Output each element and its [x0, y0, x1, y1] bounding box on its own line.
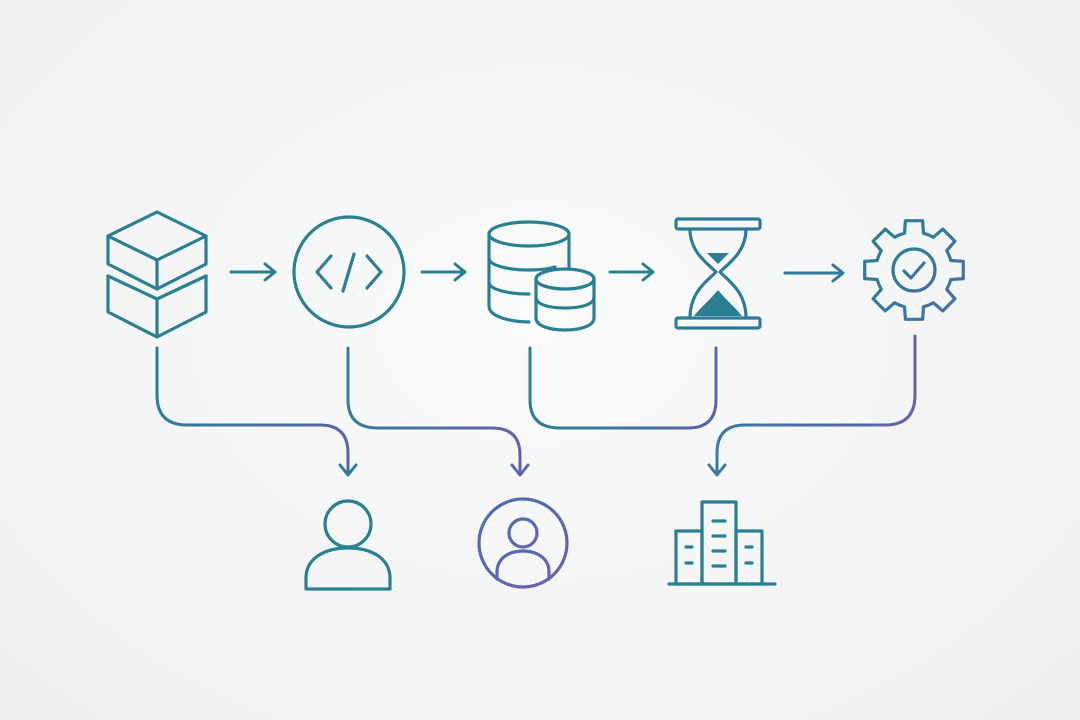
- database-stack-icon: [487, 220, 596, 332]
- hourglass-icon: [674, 217, 762, 330]
- connector-code-profile: [346, 346, 530, 477]
- flow-arrow: [420, 262, 467, 282]
- connector-settings-organization: [707, 334, 917, 477]
- flow-arrow: [229, 262, 277, 282]
- user-circle-icon: [477, 497, 569, 589]
- code-brackets-icon: [292, 215, 406, 329]
- flow-arrow: [783, 263, 845, 283]
- gear-check-icon: [863, 219, 965, 321]
- flow-arrow: [608, 262, 655, 282]
- stacked-layers-icon: [106, 210, 208, 339]
- connector-database-hourglass: [528, 346, 718, 430]
- user-icon: [304, 499, 392, 591]
- connector-layers-user: [155, 346, 358, 477]
- building-icon: [667, 500, 777, 586]
